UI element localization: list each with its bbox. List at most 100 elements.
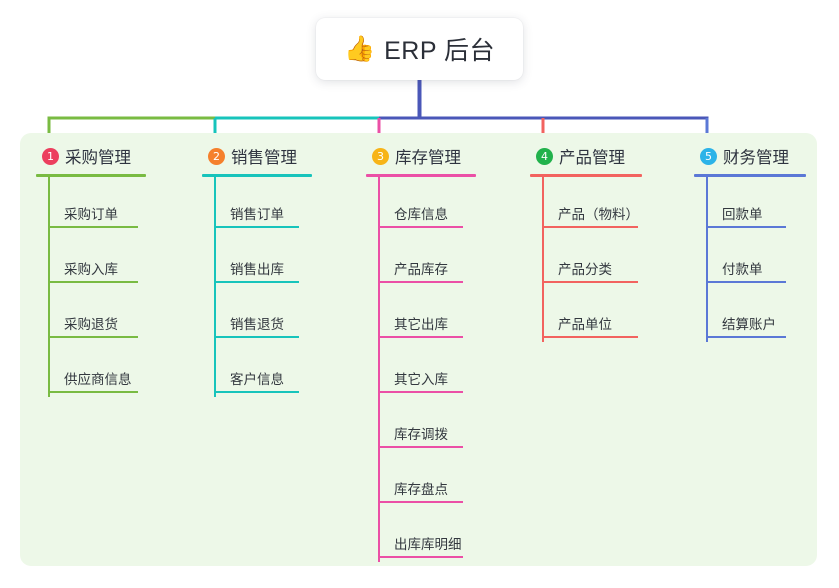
- list-item-label: 产品单位: [558, 317, 612, 332]
- list-item-rule: [214, 336, 299, 338]
- list-item-label: 产品（物料）: [558, 207, 639, 222]
- column-header-1[interactable]: 1 采购管理: [36, 143, 188, 169]
- column-header-5[interactable]: 5 财务管理: [694, 143, 839, 169]
- column-spine-3: [378, 177, 380, 562]
- list-item[interactable]: 库存调拨: [366, 397, 518, 452]
- column-spine-5: [706, 177, 708, 342]
- list-item[interactable]: 供应商信息: [36, 342, 188, 397]
- list-item-label: 客户信息: [230, 372, 284, 387]
- list-item-rule: [542, 336, 638, 338]
- column-title-5: 财务管理: [723, 149, 789, 167]
- column-title-3: 库存管理: [395, 149, 461, 167]
- list-item[interactable]: 产品库存: [366, 232, 518, 287]
- column-header-rule-5: [694, 174, 806, 177]
- list-item[interactable]: 产品分类: [530, 232, 682, 287]
- list-item-label: 销售退货: [230, 317, 284, 332]
- root-title: ERP 后台: [384, 37, 496, 65]
- list-item-rule: [378, 556, 463, 558]
- column-3: 3 库存管理仓库信息产品库存其它出库其它入库库存调拨库存盘点出库库明细: [366, 143, 518, 562]
- list-item-rule: [48, 226, 138, 228]
- column-items-3: 仓库信息产品库存其它出库其它入库库存调拨库存盘点出库库明细: [366, 177, 518, 562]
- list-item-label: 付款单: [722, 262, 763, 277]
- list-item-rule: [706, 281, 786, 283]
- thumbs-up-icon: 👍: [343, 34, 376, 63]
- column-header-3[interactable]: 3 库存管理: [366, 143, 518, 169]
- list-item[interactable]: 出库库明细: [366, 507, 518, 562]
- column-title-4: 产品管理: [559, 149, 625, 167]
- list-item[interactable]: 销售出库: [202, 232, 354, 287]
- list-item[interactable]: 其它入库: [366, 342, 518, 397]
- column-4: 4 产品管理产品（物料） 产品分类产品单位: [530, 143, 682, 342]
- list-item[interactable]: 回款单: [694, 177, 839, 232]
- column-badge-2: 2: [208, 147, 225, 165]
- column-badge-4: 4: [536, 147, 553, 165]
- list-item[interactable]: 库存盘点: [366, 452, 518, 507]
- list-item-label: 其它入库: [394, 372, 448, 387]
- diagram-panel: [20, 133, 817, 566]
- list-item-rule: [542, 226, 638, 228]
- column-items-4: 产品（物料） 产品分类产品单位: [530, 177, 682, 342]
- column-title-2: 销售管理: [231, 149, 297, 167]
- root-node[interactable]: 👍 ERP 后台: [316, 18, 523, 80]
- list-item[interactable]: 仓库信息: [366, 177, 518, 232]
- list-item[interactable]: 付款单: [694, 232, 839, 287]
- list-item-rule: [706, 336, 786, 338]
- list-item[interactable]: 客户信息: [202, 342, 354, 397]
- list-item-rule: [48, 391, 138, 393]
- list-item-label: 结算账户: [722, 317, 776, 332]
- column-items-5: 回款单付款单结算账户: [694, 177, 839, 342]
- list-item[interactable]: 采购退货: [36, 287, 188, 342]
- list-item-label: 其它出库: [394, 317, 448, 332]
- column-spine-4: [542, 177, 544, 342]
- list-item-label: 出库库明细: [394, 537, 462, 552]
- list-item-label: 仓库信息: [394, 207, 448, 222]
- list-item-label: 销售订单: [230, 207, 284, 222]
- list-item-label: 供应商信息: [64, 372, 132, 387]
- list-item[interactable]: 采购入库: [36, 232, 188, 287]
- list-item-rule: [378, 501, 463, 503]
- list-item-label: 回款单: [722, 207, 763, 222]
- list-item[interactable]: 销售订单: [202, 177, 354, 232]
- list-item-rule: [214, 391, 299, 393]
- column-header-rule-2: [202, 174, 312, 177]
- list-item-rule: [378, 336, 463, 338]
- column-header-2[interactable]: 2 销售管理: [202, 143, 354, 169]
- list-item[interactable]: 产品（物料）: [530, 177, 682, 232]
- list-item-rule: [378, 226, 463, 228]
- list-item[interactable]: 结算账户: [694, 287, 839, 342]
- list-item-rule: [214, 281, 299, 283]
- list-item[interactable]: 采购订单: [36, 177, 188, 232]
- column-header-rule-4: [530, 174, 642, 177]
- list-item[interactable]: 产品单位: [530, 287, 682, 342]
- column-badge-5: 5: [700, 147, 717, 165]
- list-item-label: 产品分类: [558, 262, 612, 277]
- list-item-label: 库存调拨: [394, 427, 448, 442]
- column-1: 1 采购管理采购订单采购入库采购退货供应商信息: [36, 143, 188, 397]
- list-item[interactable]: 销售退货: [202, 287, 354, 342]
- list-item-rule: [542, 281, 638, 283]
- list-item-rule: [378, 446, 463, 448]
- list-item-label: 库存盘点: [394, 482, 448, 497]
- list-item[interactable]: 其它出库: [366, 287, 518, 342]
- column-badge-3: 3: [372, 147, 389, 165]
- list-item-label: 采购入库: [64, 262, 118, 277]
- column-spine-2: [214, 177, 216, 397]
- column-badge-1: 1: [42, 147, 59, 165]
- list-item-label: 采购订单: [64, 207, 118, 222]
- list-item-rule: [378, 281, 463, 283]
- list-item-rule: [706, 226, 786, 228]
- list-item-label: 采购退货: [64, 317, 118, 332]
- column-2: 2 销售管理销售订单销售出库销售退货客户信息: [202, 143, 354, 397]
- list-item-label: 销售出库: [230, 262, 284, 277]
- column-title-1: 采购管理: [65, 149, 131, 167]
- column-header-rule-1: [36, 174, 146, 177]
- column-items-2: 销售订单销售出库销售退货客户信息: [202, 177, 354, 397]
- column-spine-1: [48, 177, 50, 397]
- column-header-rule-3: [366, 174, 476, 177]
- column-header-4[interactable]: 4 产品管理: [530, 143, 682, 169]
- column-items-1: 采购订单采购入库采购退货供应商信息: [36, 177, 188, 397]
- list-item-rule: [48, 281, 138, 283]
- list-item-rule: [378, 391, 463, 393]
- list-item-rule: [48, 336, 138, 338]
- column-5: 5 财务管理回款单付款单结算账户: [694, 143, 839, 342]
